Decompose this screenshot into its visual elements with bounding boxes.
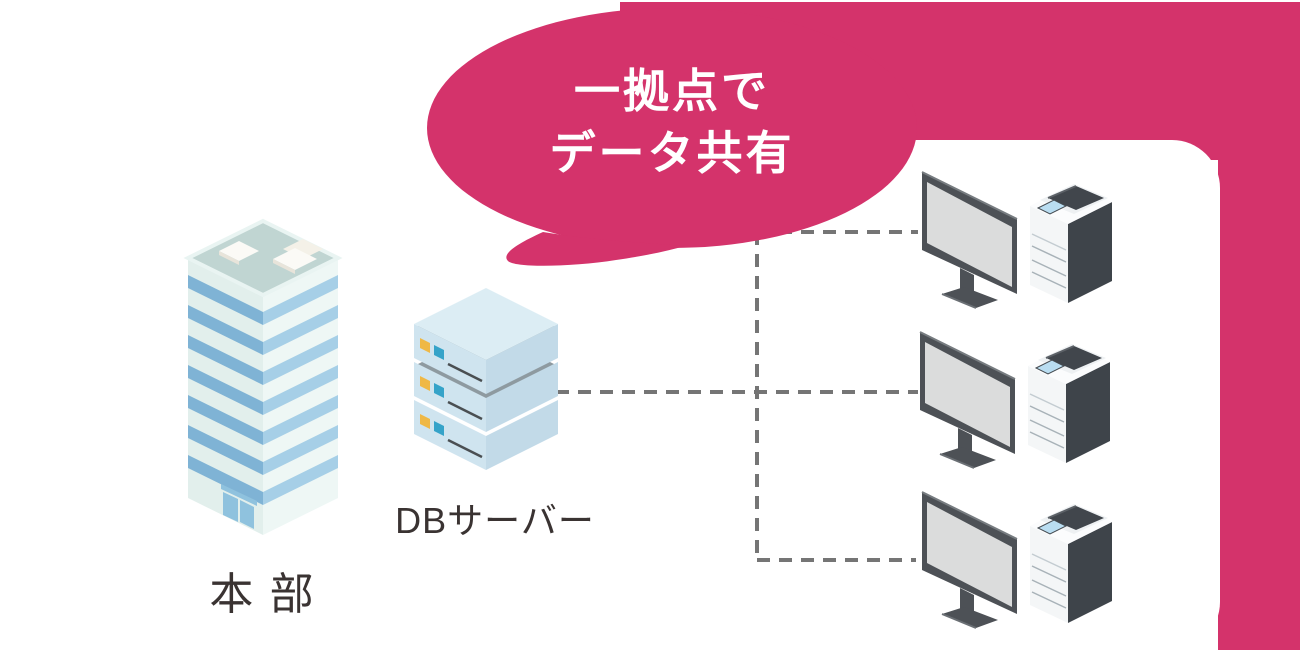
headquarters-label: 本 部: [209, 570, 316, 619]
bubble-caption: 一拠点で データ共有: [437, 60, 907, 184]
bubble-caption-line2: データ共有: [549, 127, 795, 179]
db-server-label: DBサーバー: [395, 500, 595, 541]
bubble-caption-line1: 一拠点で: [574, 65, 770, 117]
pink-right-strip: [1218, 2, 1300, 650]
